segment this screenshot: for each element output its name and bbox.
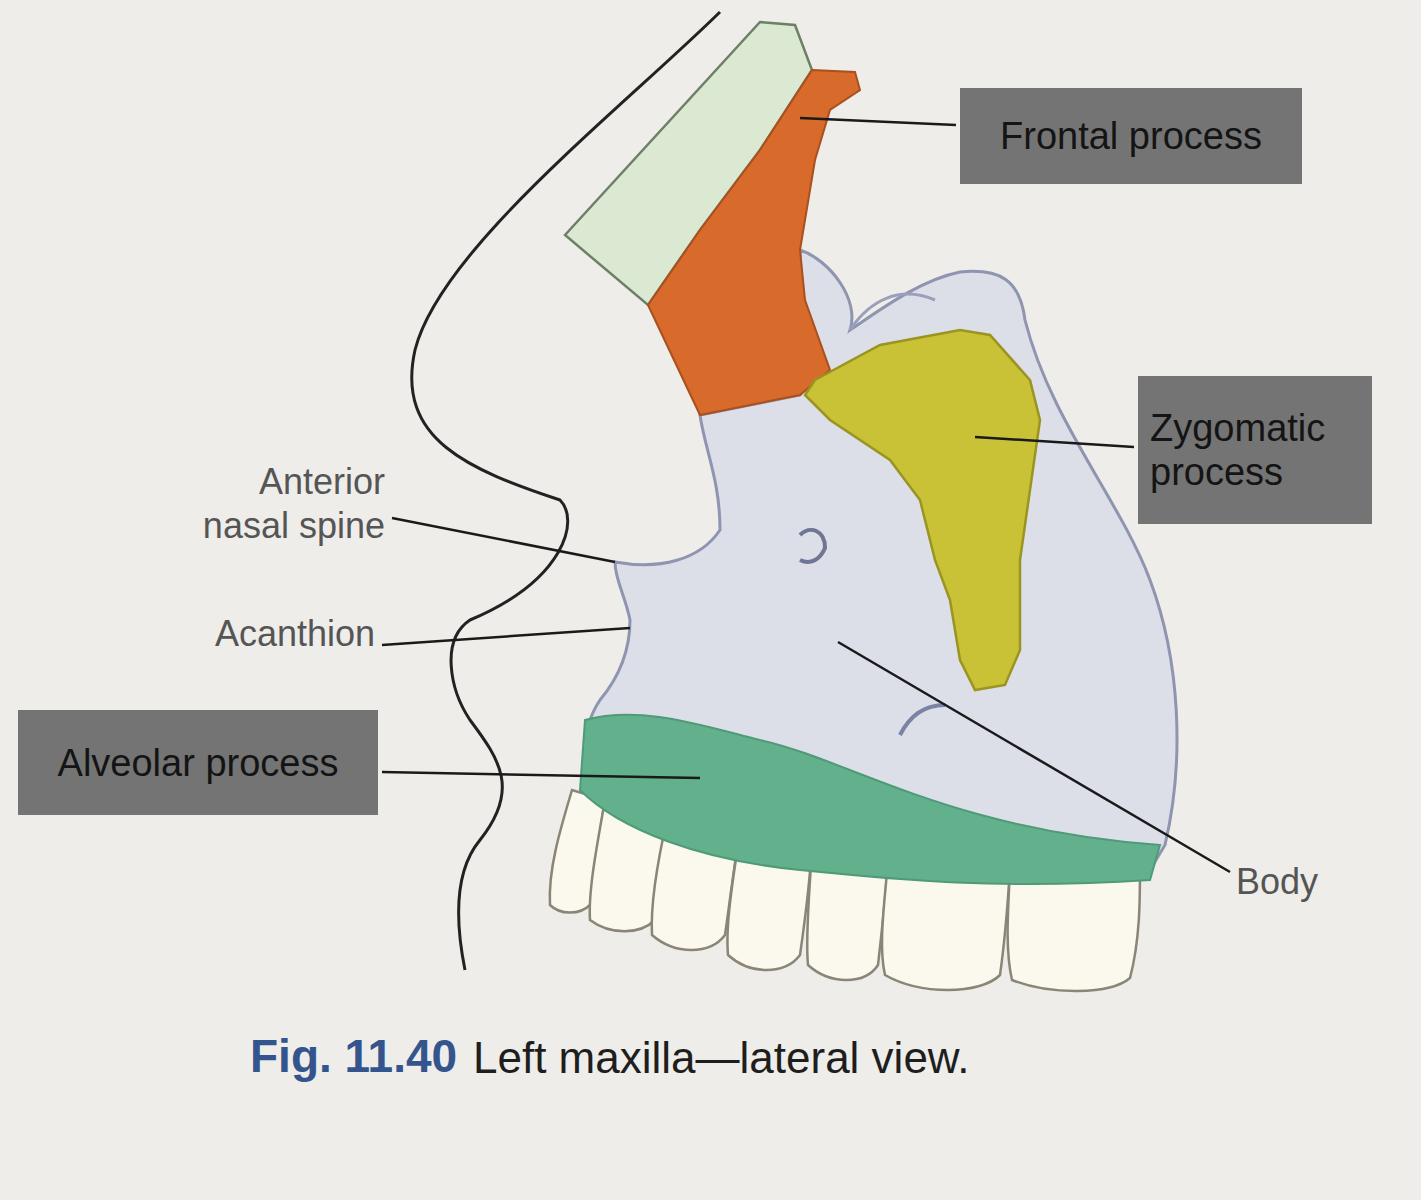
part-name: Zygomatic process <box>1150 406 1360 494</box>
label-box: Frontal process <box>960 88 1302 184</box>
part-name: Frontal process <box>1000 114 1262 158</box>
figure-number: Fig. 11.40 <box>250 1028 457 1084</box>
alveolar-region <box>580 715 1160 884</box>
part-label: Acanthion <box>150 612 375 656</box>
label-box: Alveolar process <box>18 710 378 815</box>
infraorbital-foramen <box>800 530 825 562</box>
label-box: Zygomatic process <box>1138 376 1372 524</box>
figure-caption: Left maxilla—lateral view. <box>473 1030 969 1086</box>
orbital-margin <box>850 294 935 330</box>
part-name: Alveolar process <box>58 741 339 785</box>
zygomatic-process-region <box>805 330 1040 690</box>
part-label: Anterior nasal spine <box>185 460 385 548</box>
part-label: Body <box>1236 860 1376 904</box>
frontal-process-region <box>648 70 860 415</box>
leader-lines <box>382 118 1230 872</box>
canine-fossa <box>900 705 945 735</box>
